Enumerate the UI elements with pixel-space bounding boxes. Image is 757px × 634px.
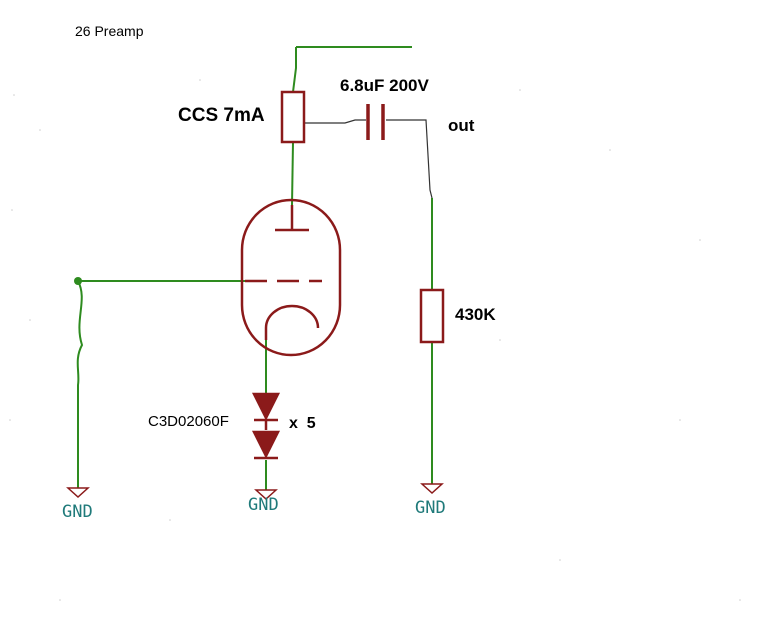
resistor-symbol <box>419 288 445 344</box>
diagram-title: 26 Preamp <box>75 23 144 39</box>
ccs-label: CCS 7mA <box>178 105 265 126</box>
diode-bottom <box>251 430 281 459</box>
cap-to-out-wire <box>386 119 433 199</box>
tube-cathode <box>264 304 320 340</box>
grid-ground-wire <box>76 280 84 488</box>
resistor-label: 430K <box>455 305 496 324</box>
ccs-to-cap-wire <box>305 119 366 124</box>
diode-top <box>251 392 281 421</box>
ccs-to-plate-wire <box>291 141 294 206</box>
output-label: out <box>448 116 475 135</box>
ground-symbols <box>66 483 444 501</box>
diode-count-label: x 5 <box>289 415 316 432</box>
ground-label: GND <box>62 502 93 522</box>
supply-drop-wire <box>292 47 297 93</box>
ground-icon <box>254 489 278 501</box>
background-dots <box>9 79 741 601</box>
diode-part-label: C3D02060F <box>148 413 229 430</box>
ground-icon <box>420 483 444 495</box>
capacitor-label: 6.8uF 200V <box>340 76 429 95</box>
ccs-symbol <box>280 90 306 144</box>
ground-label: GND <box>415 498 446 518</box>
ground-icon <box>66 487 90 499</box>
grid-junction-dot <box>74 277 82 285</box>
ground-label: GND <box>248 495 279 515</box>
output-wires <box>305 119 433 199</box>
tube-envelope <box>240 198 342 357</box>
components <box>240 90 445 460</box>
